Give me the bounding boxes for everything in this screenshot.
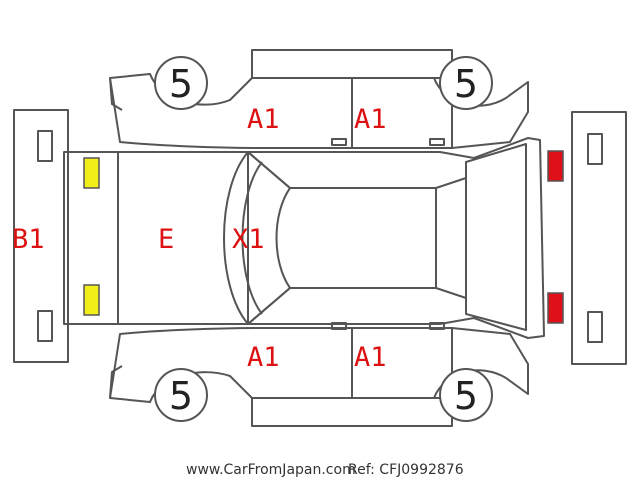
- mark-door-front-right: A1: [247, 342, 280, 373]
- front-bumper-clip-bottom: [37, 310, 53, 342]
- windshield-inner: [241, 161, 263, 315]
- front-bumper-outline: [13, 109, 69, 363]
- mark-windshield: X1: [232, 224, 265, 255]
- taillamp-top: [547, 150, 564, 182]
- roof-outline: [290, 187, 437, 289]
- rear-bumper-clip-top: [587, 133, 603, 165]
- rear-window-outline: [435, 177, 467, 299]
- hood-outline: [117, 151, 249, 325]
- door-handle-top-rear: [429, 138, 445, 146]
- tire-front-right-circle: [154, 368, 208, 422]
- tire-rear-right-circle: [439, 368, 493, 422]
- footer-site: www.CarFromJapan.com: [186, 462, 356, 478]
- mark-door-rear-left: A1: [354, 104, 387, 135]
- body-center-line-top: [247, 151, 291, 189]
- footer-ref: Ref: CFJ0992876: [348, 462, 464, 478]
- front-bumper-clip-top: [37, 130, 53, 162]
- front-fender-top: [109, 77, 123, 111]
- tire-rear-right-grade: 5: [454, 374, 478, 418]
- front-fender-bottom: [109, 365, 123, 399]
- tire-front-right-grade: 5: [169, 374, 193, 418]
- side-sill-bottom: [251, 397, 453, 427]
- headlamp-top: [83, 157, 100, 189]
- tire-rear-left-grade: 5: [454, 62, 478, 106]
- rear-bumper-clip-bottom: [587, 311, 603, 343]
- mark-bumper-front: B1: [12, 224, 45, 255]
- trunk-outline: [465, 143, 527, 331]
- mark-door-front-left: A1: [247, 104, 280, 135]
- rear-bumper-outline: [571, 111, 627, 365]
- taillamp-bottom: [547, 292, 564, 324]
- door-handle-top-front: [331, 138, 347, 146]
- tire-rear-left-circle: [439, 56, 493, 110]
- tire-front-left-circle: [154, 56, 208, 110]
- mark-door-rear-right: A1: [354, 342, 387, 373]
- body-center-line-bottom: [247, 287, 291, 325]
- side-sill-top: [251, 49, 453, 79]
- tire-front-left-grade: 5: [169, 62, 193, 106]
- body-top-view: [63, 137, 545, 339]
- mark-hood: E: [158, 224, 174, 255]
- headlamp-bottom: [83, 284, 100, 316]
